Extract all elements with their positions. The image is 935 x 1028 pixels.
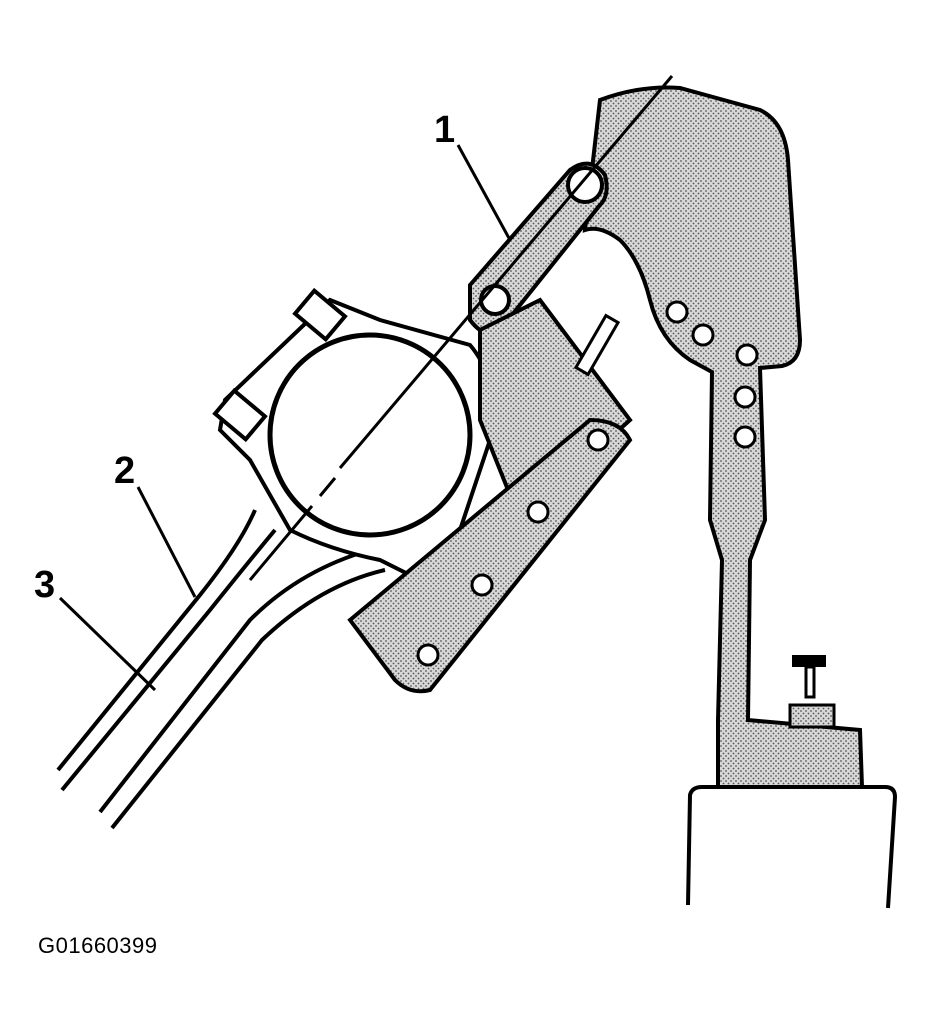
hole	[733, 385, 757, 409]
rod-bolt-head	[292, 287, 348, 343]
hole	[586, 428, 610, 452]
stud	[573, 313, 621, 377]
adjust-screw	[804, 665, 816, 699]
connecting-rod-shank	[56, 509, 386, 830]
base-block	[686, 785, 898, 909]
adjust-nut	[788, 703, 836, 729]
leader-1	[456, 144, 512, 241]
hole	[691, 323, 715, 347]
callout-2: 2	[114, 450, 136, 492]
hole	[735, 343, 759, 367]
hole	[470, 573, 494, 597]
alignment-gauge-arm	[347, 161, 633, 694]
hole	[733, 425, 757, 449]
adjust-knob-cap	[792, 655, 826, 667]
callout-leaders	[58, 144, 512, 692]
hole	[665, 300, 689, 324]
hole	[416, 643, 440, 667]
callout-1: 1	[434, 109, 456, 151]
pivot-hole	[566, 166, 604, 204]
callout-3: 3	[34, 564, 56, 606]
rod-bolt-head	[212, 387, 268, 443]
leader-2	[136, 486, 197, 598]
alignment-fixture-upright	[582, 85, 865, 789]
leader-3	[58, 596, 157, 692]
pivot-hole	[479, 284, 511, 316]
clamp-bar	[347, 417, 633, 694]
figure-id: G01660399	[38, 933, 158, 958]
hole	[526, 500, 550, 524]
rod-centerline	[248, 75, 674, 581]
crank-bore	[267, 332, 473, 538]
